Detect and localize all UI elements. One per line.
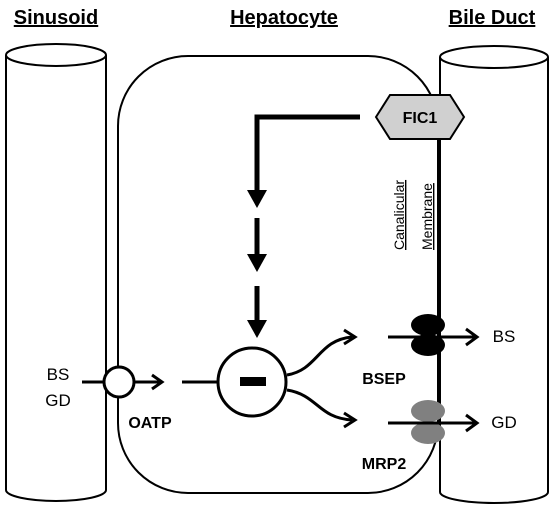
bile-salt-pool	[216, 346, 288, 418]
bile-duct-cylinder	[439, 45, 549, 504]
hepatocyte-cell	[117, 55, 439, 494]
canalicular-membrane-label: Canalicular	[391, 180, 407, 250]
fic1-label: FIC1	[403, 110, 438, 127]
header-hepatocyte: Hepatocyte	[230, 7, 338, 29]
oatp-label: OATP	[128, 415, 172, 432]
bile-gd-label: GD	[491, 413, 517, 432]
sinusoid-bs-label: BS	[47, 365, 70, 384]
fic1-node: FIC1	[374, 94, 466, 140]
oatp-circle	[102, 365, 136, 399]
bile-bs-label: BS	[493, 327, 516, 346]
fic1-signal-arrow	[247, 114, 360, 338]
sinusoid-cylinder	[5, 43, 107, 502]
mrp2-transporter	[388, 400, 480, 444]
membrane-line2: Membrane	[419, 183, 435, 250]
canalicular-membrane-label-2: Membrane	[419, 183, 435, 250]
branch-arrows	[286, 328, 358, 429]
membrane-line1: Canalicular	[391, 180, 407, 250]
minus-sign	[240, 377, 266, 386]
bsep-transporter	[388, 314, 480, 356]
sinusoid-gd-label: GD	[45, 391, 71, 410]
mrp2-label: MRP2	[362, 456, 407, 473]
bsep-label: BSEP	[362, 371, 406, 388]
oatp-transport	[82, 365, 165, 399]
header-sinusoid: Sinusoid	[14, 7, 98, 29]
header-bile-duct: Bile Duct	[449, 7, 536, 29]
